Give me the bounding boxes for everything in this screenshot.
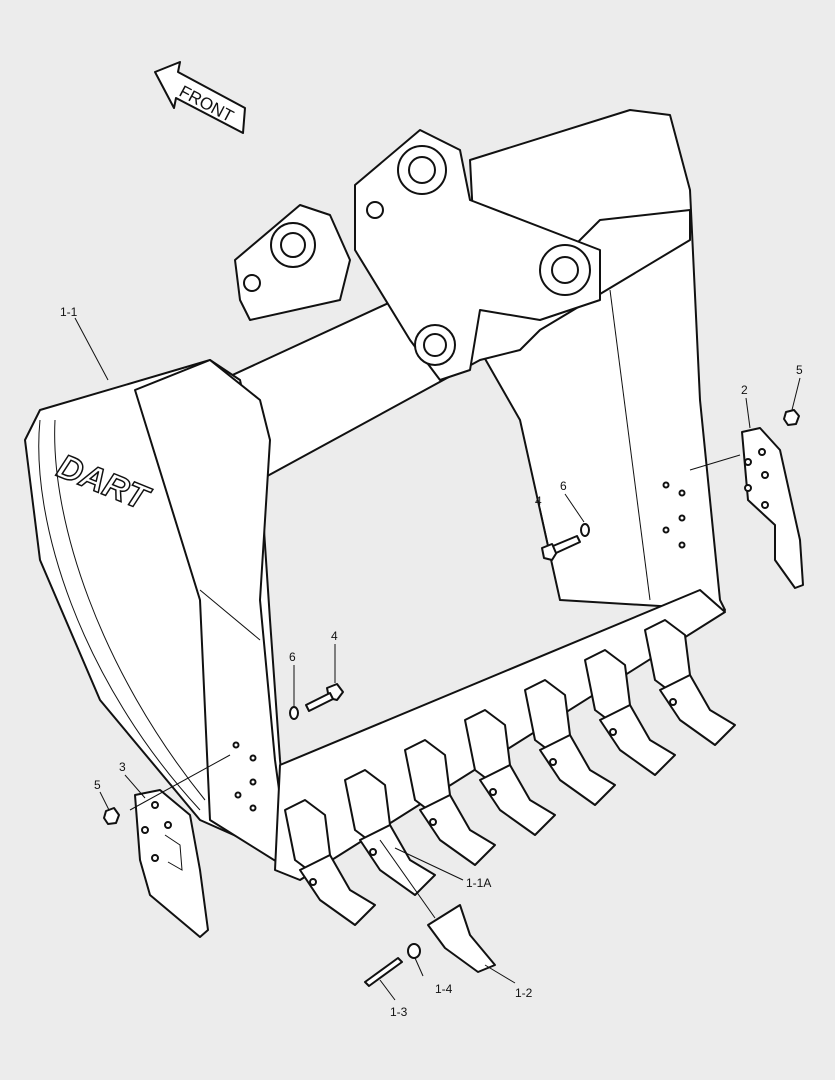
tooth: [464, 709, 556, 836]
callout-1-3: 1-3: [390, 1005, 408, 1019]
hardware: [103, 409, 800, 987]
callout-4-left: 4: [331, 629, 338, 643]
callout-5-right: 5: [796, 363, 803, 377]
callout-1-1: 1-1: [60, 305, 78, 319]
side-cutter-right: [741, 427, 804, 589]
teeth-row: [284, 619, 736, 926]
tooth: [404, 739, 496, 866]
callout-4-center: 4: [535, 494, 542, 508]
pin-bosses: [234, 129, 601, 381]
callout-labels: 1-1 2 5 4 6 4 6 3 5 1-1A 1-2 1-4 1-3: [60, 305, 803, 1019]
callout-1-4: 1-4: [435, 982, 453, 996]
tooth: [344, 769, 436, 896]
tooth: [284, 799, 376, 926]
callout-1-1a: 1-1A: [466, 876, 491, 890]
side-cutter-left: [134, 789, 209, 938]
front-direction-arrow: FRONT: [154, 61, 246, 134]
tooth: [644, 619, 736, 746]
callout-2: 2: [741, 383, 748, 397]
callout-6-left: 6: [289, 650, 296, 664]
callout-6-center: 6: [560, 479, 567, 493]
tooth: [524, 679, 616, 806]
leader-lines: [74, 317, 801, 1001]
tooth: [584, 649, 676, 776]
bolt-holes: [232, 481, 686, 812]
callout-3: 3: [119, 760, 126, 774]
callout-1-2: 1-2: [515, 986, 533, 1000]
callout-5-left: 5: [94, 778, 101, 792]
